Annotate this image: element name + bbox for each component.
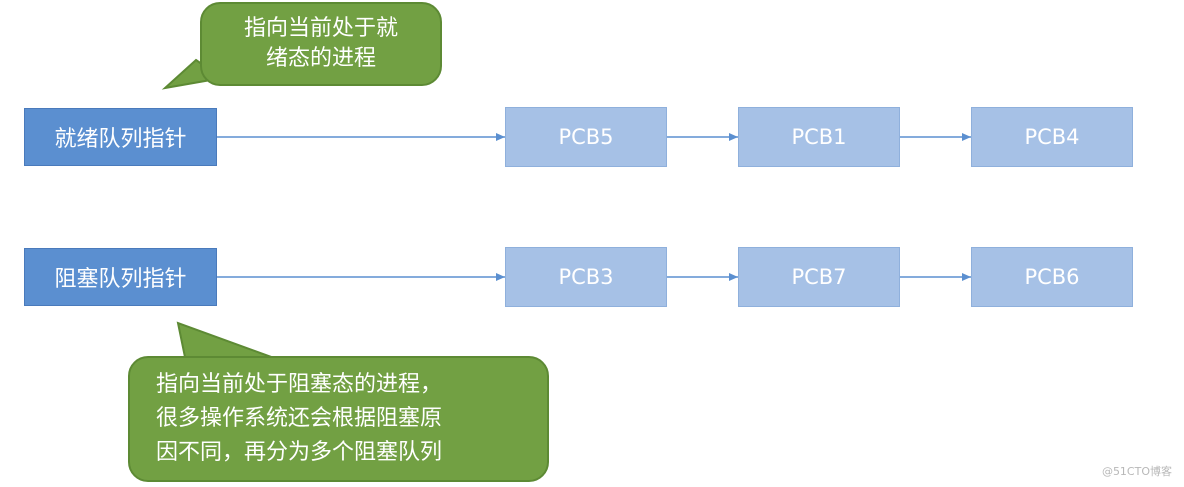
pcb-label: PCB7 [791, 265, 847, 289]
callout-blocked: 指向当前处于阻塞态的进程， 很多操作系统还会根据阻塞原 因不同，再分为多个阻塞队… [128, 356, 549, 482]
pcb-label: PCB5 [558, 125, 614, 149]
pcb-node-pcb6: PCB6 [971, 247, 1133, 307]
pcb-node-pcb4: PCB4 [971, 107, 1133, 167]
pcb-label: PCB1 [791, 125, 847, 149]
pcb-label: PCB3 [558, 265, 614, 289]
pcb-node-pcb1: PCB1 [738, 107, 900, 167]
blocked-queue-pointer: 阻塞队列指针 [24, 248, 217, 306]
watermark: @51CTO博客 [1101, 465, 1172, 478]
pcb-label: PCB4 [1024, 125, 1080, 149]
callout-blocked-line-3: 因不同，再分为多个阻塞队列 [156, 440, 443, 465]
callout-ready: 指向当前处于就 绪态的进程 [200, 2, 442, 86]
callout-ready-line-2: 绪态的进程 [265, 46, 376, 71]
pcb-label: PCB6 [1024, 265, 1080, 289]
callout-ready-line-1: 指向当前处于就 [243, 16, 398, 41]
blocked-queue-pointer-label: 阻塞队列指针 [54, 267, 187, 292]
pcb-node-pcb5: PCB5 [505, 107, 667, 167]
callout-blocked-line-2: 很多操作系统还会根据阻塞原 [156, 406, 443, 431]
pcb-node-pcb7: PCB7 [738, 247, 900, 307]
pcb-node-pcb3: PCB3 [505, 247, 667, 307]
ready-queue-pointer: 就绪队列指针 [24, 108, 217, 166]
callout-blocked-line-1: 指向当前处于阻塞态的进程， [156, 372, 443, 397]
ready-queue-pointer-label: 就绪队列指针 [54, 127, 187, 152]
